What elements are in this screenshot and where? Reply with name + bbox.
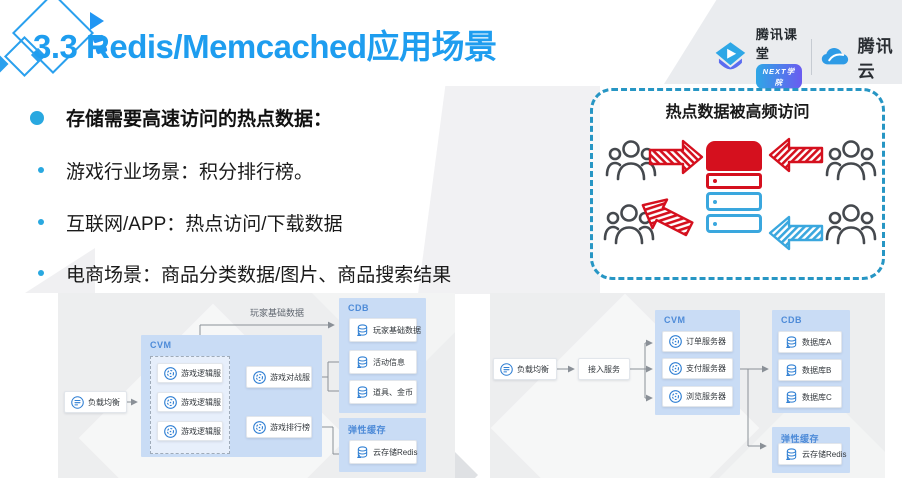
bullet-item-3: 电商场景：商品分类数据/图片、商品搜索结果	[66, 265, 452, 286]
hot-server-unit	[706, 173, 762, 189]
database-icon	[786, 363, 797, 376]
node-game-logic-server: 游戏逻辑服	[157, 421, 223, 441]
load-balancer-icon	[71, 395, 84, 409]
hot-data-callout: 热点数据被高频访问	[590, 88, 885, 280]
database-icon	[786, 390, 797, 403]
next-academy-badge: NEXT学院	[755, 64, 802, 89]
node-player-data-db: 玩家基础数据	[349, 318, 421, 342]
hot-data-title: 热点数据被高频访问	[665, 104, 810, 121]
bullet-item-2: 互联网/APP：热点访问/下载数据	[66, 214, 343, 235]
server-gear-icon	[669, 390, 682, 403]
server-gear-icon	[164, 366, 177, 380]
node-payment-server: 支付服务器	[662, 358, 733, 379]
server-unit	[706, 214, 762, 233]
node-database-c: 数据库C	[778, 386, 842, 408]
classroom-name: 腾讯课堂	[755, 27, 798, 61]
bg-triangle-center	[418, 86, 600, 294]
server-gear-icon	[164, 395, 177, 409]
tencent-cloud-icon	[821, 47, 848, 64]
bullet-dot-heading	[30, 111, 44, 125]
tencent-classroom-text: 腾讯课堂 NEXT学院	[755, 24, 802, 89]
server-gear-icon	[669, 362, 682, 375]
node-items-coins-db: 道具、金币	[349, 380, 417, 404]
server-stack-icon	[706, 141, 762, 233]
bullet-dot-2	[38, 219, 44, 225]
node-game-rank-server: 游戏排行榜	[246, 416, 312, 438]
page-title: 3.3 Redis/Memcached应用场景	[33, 28, 497, 65]
deco-triangle	[90, 12, 104, 30]
node-cloud-redis: 云存储Redis	[778, 443, 846, 465]
flow-label-player-data: 玩家基础数据	[249, 308, 304, 318]
logo-divider	[810, 38, 812, 75]
node-load-balancer: 负载均衡	[493, 358, 557, 380]
node-order-server: 订单服务器	[662, 331, 733, 352]
node-game-logic-server: 游戏逻辑服	[157, 363, 223, 383]
node-database-b: 数据库B	[778, 359, 842, 381]
load-balancer-icon	[500, 362, 513, 376]
redis-cache-icon	[786, 447, 797, 460]
node-game-battle-server: 游戏对战服	[246, 366, 312, 388]
bullet-dot-3	[38, 270, 44, 276]
server-gear-icon	[164, 424, 177, 438]
request-arrow-icon	[768, 137, 824, 173]
node-cloud-redis: 云存储Redis	[349, 440, 417, 464]
node-access-service: 接入服务	[578, 358, 630, 380]
bullet-item-1: 游戏行业场景：积分排行榜。	[66, 162, 314, 183]
database-icon	[357, 323, 368, 336]
bullet-heading: 存储需要高速访问的热点数据：	[66, 109, 333, 130]
database-icon	[357, 355, 368, 368]
node-database-a: 数据库A	[778, 331, 842, 353]
tencent-classroom-icon	[715, 41, 746, 69]
users-group-icon	[825, 204, 877, 245]
users-group-icon	[825, 140, 877, 181]
redis-cache-icon	[357, 445, 368, 458]
request-arrow-blue-icon	[768, 215, 824, 251]
server-gear-icon	[253, 420, 266, 434]
cloud-name: 腾讯云	[857, 36, 894, 81]
node-browse-server: 浏览服务器	[662, 386, 733, 407]
request-arrow-icon	[648, 139, 704, 175]
hot-server-unit	[706, 141, 762, 171]
database-icon	[786, 335, 797, 348]
node-load-balancer: 负载均衡	[64, 391, 127, 413]
brand-logos: 腾讯课堂 NEXT学院 腾讯云	[714, 24, 902, 89]
node-game-logic-server: 游戏逻辑服	[157, 392, 223, 412]
bullet-dot-1	[38, 167, 44, 173]
server-gear-icon	[669, 335, 682, 348]
server-gear-icon	[253, 370, 266, 384]
node-activity-db: 活动信息	[349, 350, 417, 374]
database-icon	[357, 385, 368, 398]
server-unit	[706, 192, 762, 211]
